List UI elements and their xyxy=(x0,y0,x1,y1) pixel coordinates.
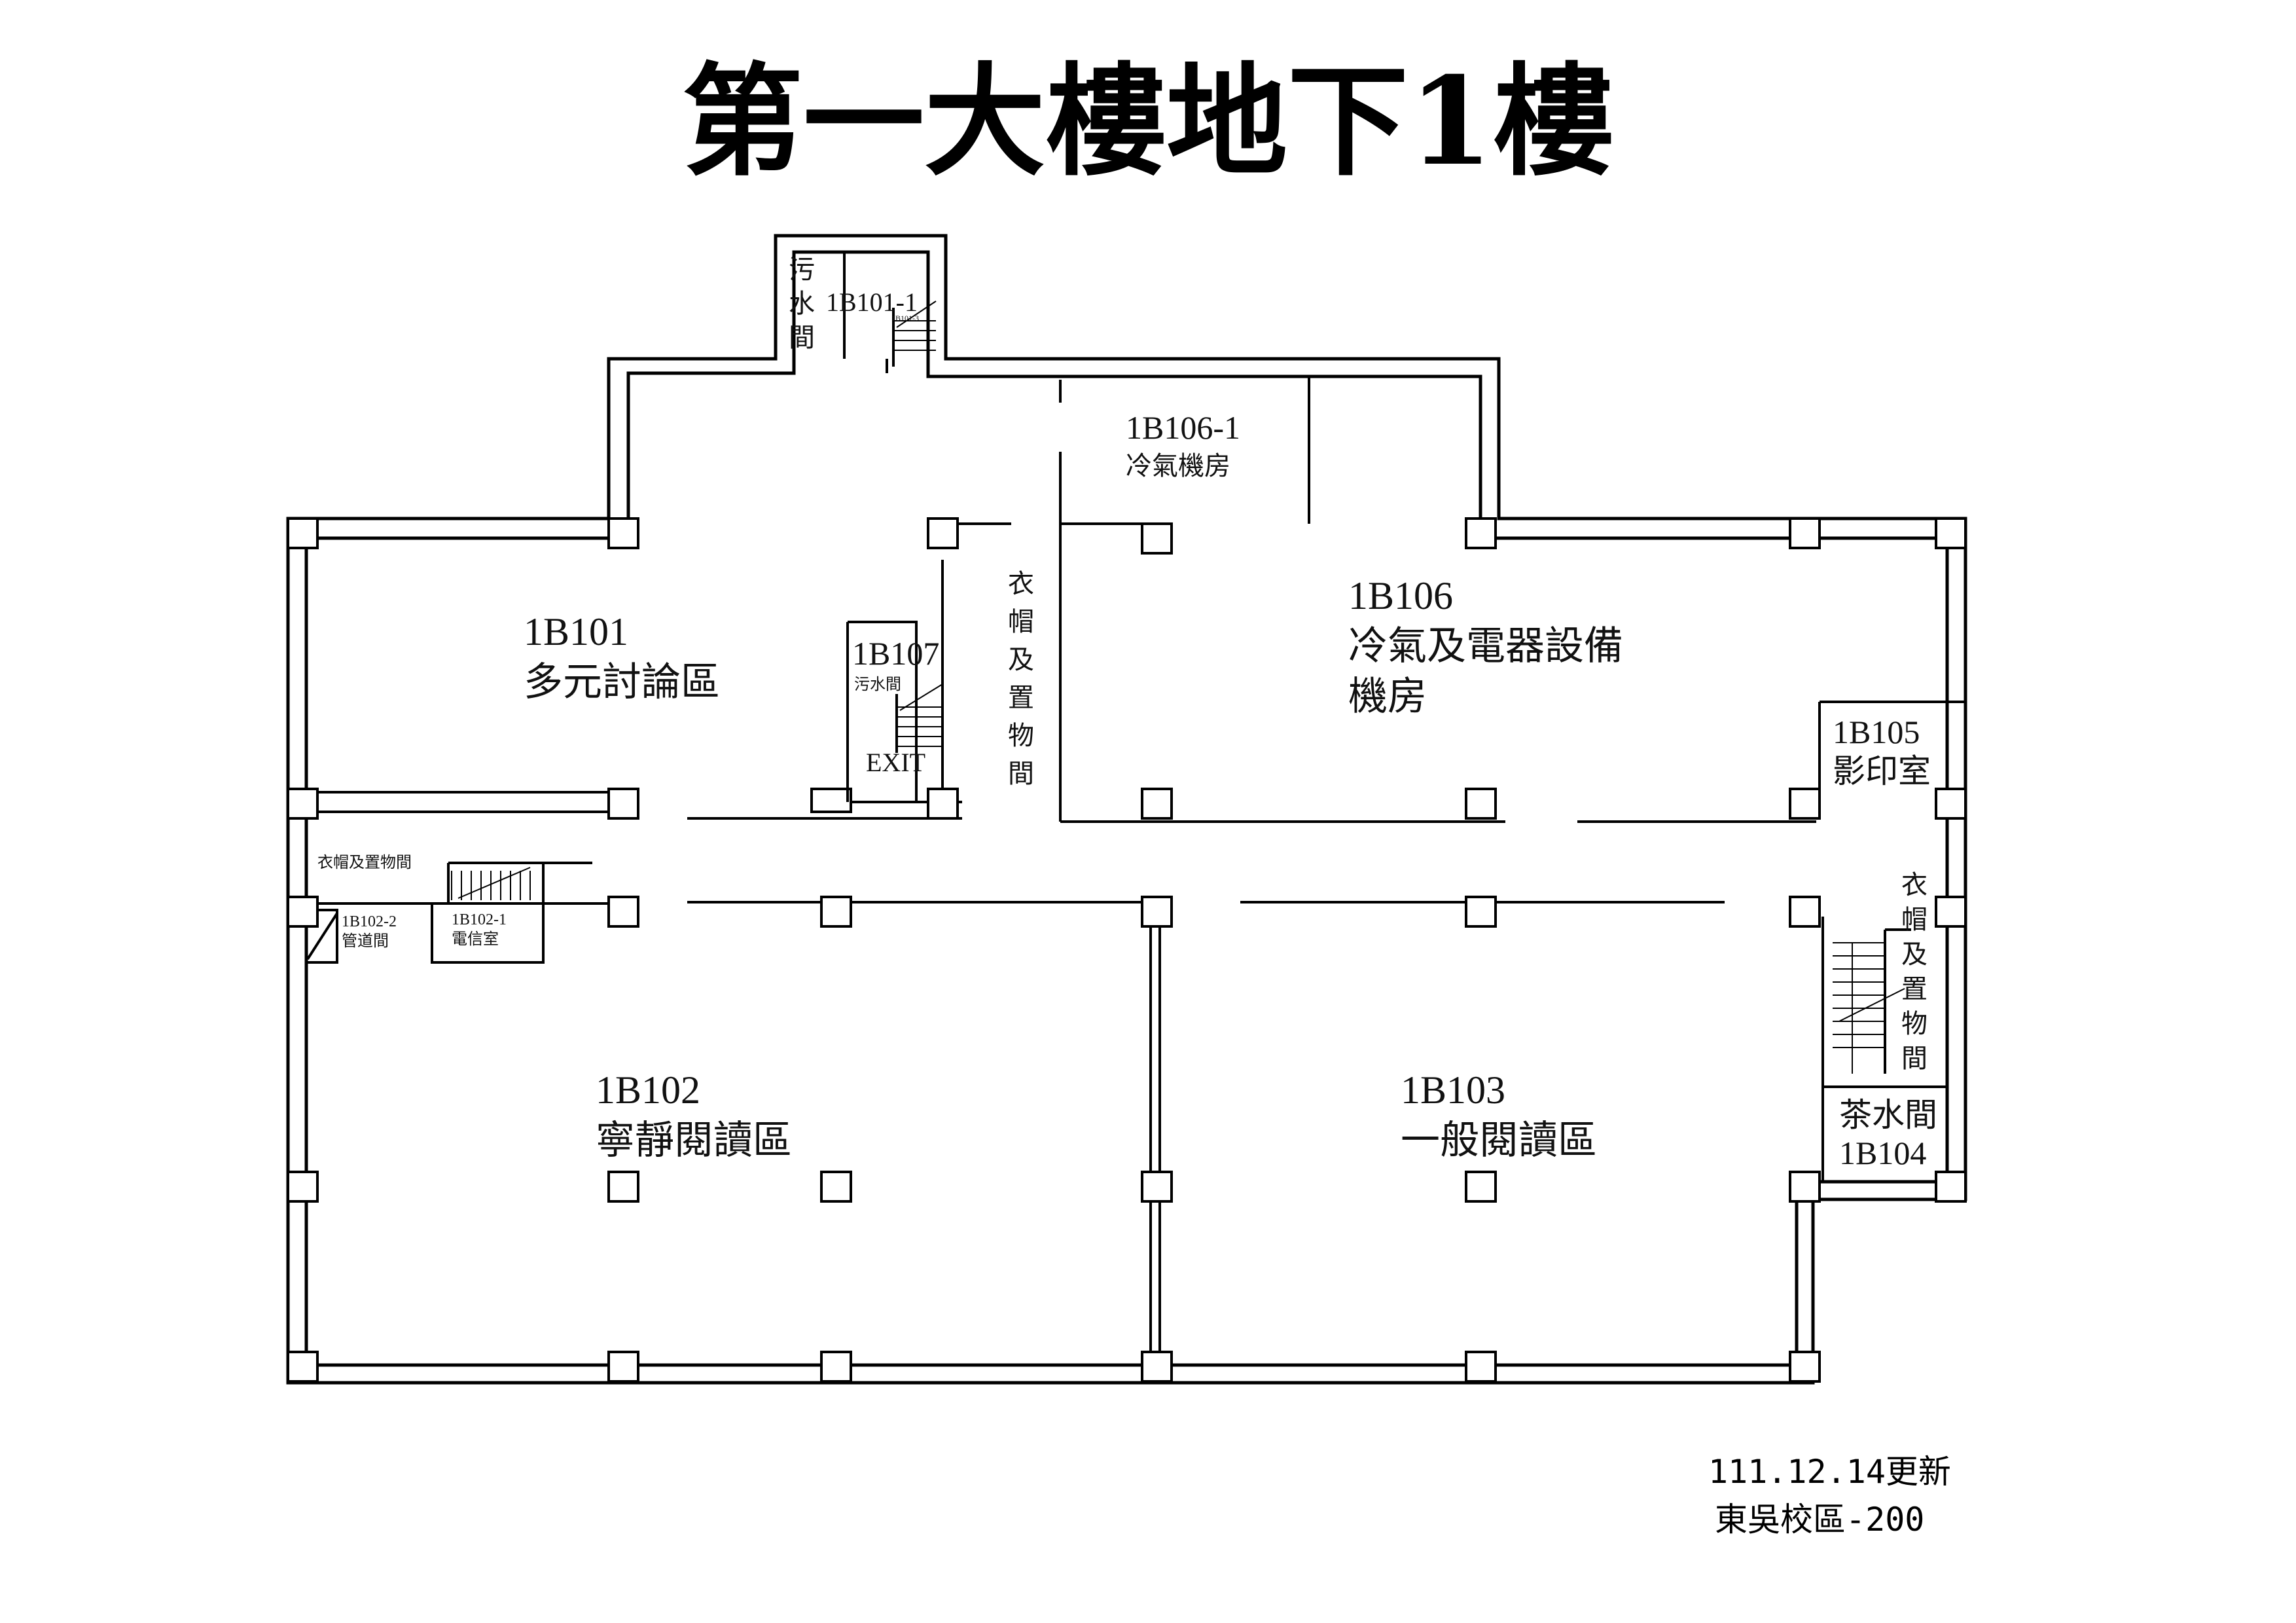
room-1b106-1-name: 冷氣機房 xyxy=(1126,451,1230,481)
stairs-1b107 xyxy=(895,684,943,753)
room-1b102-2-name: 管道間 xyxy=(342,932,389,950)
room-1b106-name-line2: 機房 xyxy=(1348,675,1427,718)
cloak-center-char-6: 間 xyxy=(1008,759,1034,788)
cloak-center-char-5: 物 xyxy=(1008,721,1034,750)
columns xyxy=(287,517,1967,1383)
cloak-right-char-1: 衣 xyxy=(1901,870,1928,900)
room-1b106-name-line1: 冷氣及電器設備 xyxy=(1348,625,1623,668)
stairs-right xyxy=(1833,928,1911,1074)
room-1b106-1-code: 1B106-1 xyxy=(1126,409,1240,446)
room-1b102-2-code: 1B102-2 xyxy=(342,913,397,930)
page-title: 第一大樓地下1樓 xyxy=(682,50,1614,192)
outer-walls xyxy=(286,234,1967,1385)
stairs-top xyxy=(892,301,937,367)
room-labels: 1B101 多元討論區 1B102 寧靜閱讀區 1B103 一般閱讀區 1B10… xyxy=(317,255,1937,1171)
cloak-center-char-1: 衣 xyxy=(1008,569,1034,598)
cloak-left-label: 衣帽及置物間 xyxy=(317,854,412,871)
cloak-center-char-3: 及 xyxy=(1008,645,1034,674)
room-1b105-name: 影印室 xyxy=(1833,753,1931,790)
sewage-char-1: 污 xyxy=(789,255,815,284)
footer-updated: 111.12.14更新 xyxy=(1708,1453,1951,1491)
room-1b102-1-code: 1B102-1 xyxy=(452,911,507,928)
room-1b105-code: 1B105 xyxy=(1833,714,1920,750)
room-1b101-code: 1B101 xyxy=(524,610,628,653)
cloak-center-char-4: 置 xyxy=(1008,683,1034,712)
room-1b104-name: 茶水間 xyxy=(1839,1097,1937,1133)
cloak-right-char-2: 帽 xyxy=(1901,905,1928,934)
room-1b104-code: 1B104 xyxy=(1839,1135,1926,1171)
room-1b101-3-code: 1B101-3 xyxy=(891,314,919,323)
room-1b101-name: 多元討論區 xyxy=(524,661,720,704)
sewage-char-3: 間 xyxy=(789,323,815,352)
room-1b103-code: 1B103 xyxy=(1401,1068,1505,1112)
room-1b103-name: 一般閱讀區 xyxy=(1401,1119,1597,1162)
room-1b107-sub: 污水間 xyxy=(854,676,901,693)
room-1b107-code: 1B107 xyxy=(852,635,939,672)
cloak-right-char-4: 置 xyxy=(1901,974,1928,1004)
stairs-left xyxy=(451,867,531,900)
interior-walls xyxy=(306,376,1965,1365)
room-1b101-1-code: 1B101-1 xyxy=(826,287,918,317)
room-1b106-code: 1B106 xyxy=(1348,574,1453,617)
cloak-right-char-5: 物 xyxy=(1901,1009,1928,1038)
exit-label: EXIT xyxy=(866,748,925,777)
room-1b102-name: 寧靜閱讀區 xyxy=(596,1119,792,1162)
sewage-char-2: 水 xyxy=(789,289,815,318)
footer-campus: 東吳校區-200 xyxy=(1715,1501,1924,1539)
room-1b102-code: 1B102 xyxy=(596,1068,700,1112)
cloak-center-char-2: 帽 xyxy=(1008,607,1034,636)
cloak-right-char-6: 間 xyxy=(1901,1044,1928,1073)
room-1b102-1-name: 電信室 xyxy=(452,930,499,948)
cloak-right-char-3: 及 xyxy=(1901,939,1928,969)
